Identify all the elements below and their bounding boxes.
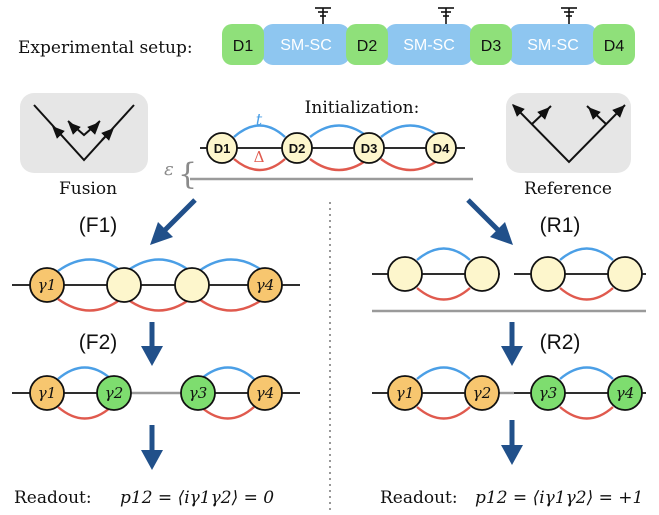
readout-fusion: Readout: p12 = ⟨iγ1γ2⟩ = 0 [14, 488, 274, 508]
sm-sc-segment-1 [262, 24, 350, 65]
quantum-dot [607, 256, 643, 292]
sm-sc-segment-3 [509, 24, 597, 65]
reference-label: Reference [524, 179, 612, 199]
majorana-dot-gamma2 [96, 375, 132, 411]
quantum-dot [174, 267, 210, 303]
initialization-chain: Initialization: t Δ D1 D2 D3 D4 ε { [164, 98, 473, 192]
init-dot-label: D4 [433, 141, 450, 156]
setup-dot-d1 [222, 24, 264, 65]
epsilon-label: ε [164, 159, 174, 180]
experimental-setup: Experimental setup: D1 SM-SC D2 SM-SC D3… [18, 7, 635, 65]
gamma-label: γ4 [256, 276, 275, 294]
step-label-r1: (R1) [540, 214, 581, 237]
quantum-dot [530, 256, 566, 292]
readout-label: Readout: [380, 488, 458, 508]
gamma-label: γ4 [616, 384, 635, 402]
arrow-down-icon [141, 322, 163, 366]
arrow-down-right-icon [466, 198, 513, 245]
step-label-f1: (F1) [79, 214, 118, 237]
setup-seg-label: SM-SC [403, 37, 455, 54]
chain-r1 [372, 247, 646, 313]
quantum-dot [464, 256, 500, 292]
gamma-label: γ3 [539, 384, 558, 402]
reference-panel: Reference [506, 93, 631, 199]
quantum-dot [387, 256, 423, 292]
ground-icon [561, 7, 577, 24]
gamma-label: γ2 [473, 384, 492, 402]
chain-f1: γ1 γ4 [12, 258, 300, 312]
gamma-label: γ1 [38, 384, 57, 402]
fusion-panel: Fusion [20, 93, 148, 199]
majorana-dot-gamma1 [387, 375, 423, 411]
init-dot-d3 [353, 132, 385, 164]
fusion-label: Fusion [59, 179, 117, 199]
process-arrows [141, 198, 523, 470]
init-dot-d2 [281, 132, 313, 164]
pairing-delta-label: Δ [254, 148, 265, 166]
readout-equation: p12 = ⟨iγ1γ2⟩ = 0 [120, 488, 274, 508]
majorana-dot-gamma4 [247, 375, 283, 411]
init-dot-label: D2 [289, 141, 306, 156]
sm-sc-segment-2 [385, 24, 473, 65]
readout-label: Readout: [14, 488, 92, 508]
gamma-label: γ1 [38, 276, 57, 294]
setup-seg-label: D3 [481, 38, 502, 55]
init-dot-d4 [425, 132, 457, 164]
readout-equation: p12 = ⟨iγ1γ2⟩ = +1 [475, 488, 643, 508]
readout-reference: Readout: p12 = ⟨iγ1γ2⟩ = +1 [380, 488, 643, 508]
setup-label: Experimental setup: [18, 38, 193, 58]
chain-r2: γ1 γ2 γ3 γ4 [372, 366, 646, 420]
arrow-down-icon [501, 420, 523, 465]
arrow-down-icon [141, 425, 163, 470]
init-dot-label: D1 [214, 141, 231, 156]
majorana-dot-gamma1 [29, 375, 65, 411]
epsilon-brace: { [178, 157, 197, 192]
majorana-dot-gamma3 [530, 375, 566, 411]
setup-seg-label: D1 [233, 38, 254, 55]
arrow-down-left-icon [150, 198, 197, 245]
setup-dot-d4 [593, 24, 635, 65]
step-label-f2: (F2) [79, 331, 118, 354]
fusion-tree-icon [33, 104, 135, 162]
init-dot-label: D3 [361, 141, 378, 156]
setup-seg-label: D2 [357, 38, 378, 55]
gamma-label: γ2 [105, 384, 124, 402]
setup-seg-label: SM-SC [280, 37, 332, 54]
gamma-label: γ3 [189, 384, 208, 402]
setup-seg-label: D4 [604, 38, 625, 55]
hopping-t-label: t [256, 110, 263, 129]
chain-f2: γ1 γ2 γ3 γ4 [12, 366, 300, 420]
gamma-label: γ4 [256, 384, 275, 402]
gamma-label: γ1 [396, 384, 415, 402]
majorana-dot-gamma2 [464, 375, 500, 411]
majorana-dot-gamma3 [180, 375, 216, 411]
setup-dot-d3 [470, 24, 512, 65]
reference-tree-icon [512, 104, 626, 164]
ground-icon [438, 7, 454, 24]
init-dot-d1 [206, 132, 238, 164]
majorana-dot-gamma4 [247, 267, 283, 303]
quantum-dot [106, 267, 142, 303]
majorana-dot-gamma4 [607, 375, 643, 411]
majorana-dot-gamma1 [29, 267, 65, 303]
step-label-r2: (R2) [540, 331, 581, 354]
initialization-title: Initialization: [305, 98, 420, 118]
arrow-down-icon [501, 322, 523, 366]
ground-icon [315, 7, 331, 24]
setup-dot-d2 [346, 24, 388, 65]
setup-seg-label: SM-SC [527, 37, 579, 54]
